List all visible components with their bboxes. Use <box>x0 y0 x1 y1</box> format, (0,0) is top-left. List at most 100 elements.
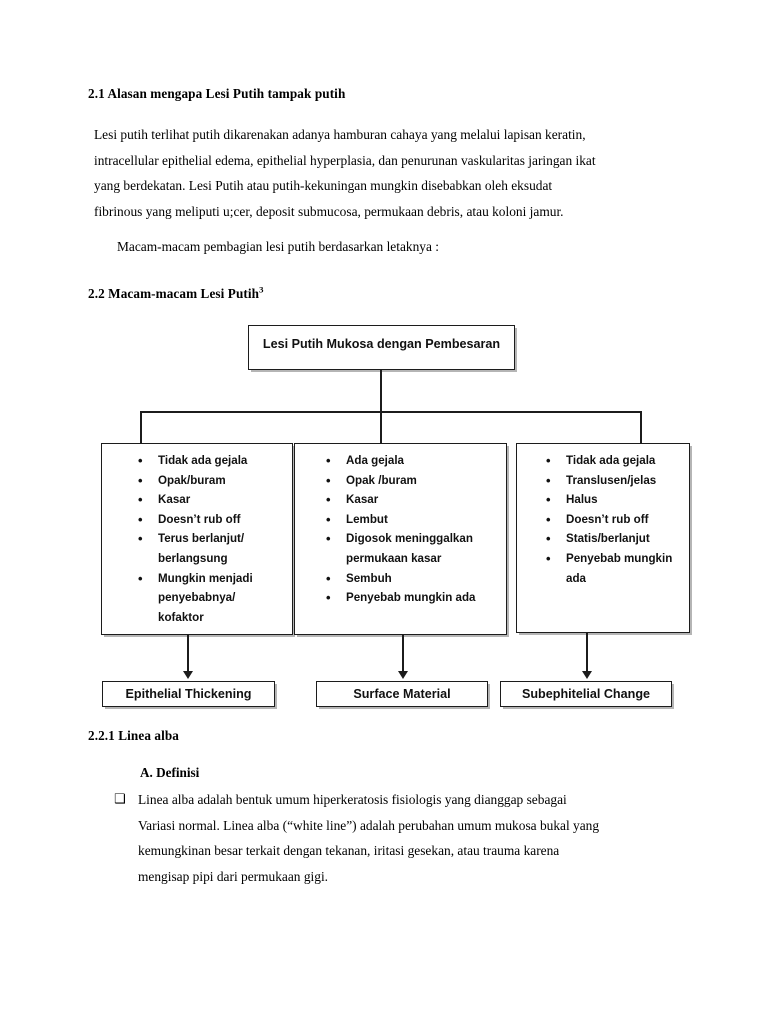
bullet-icon: • <box>326 472 331 488</box>
list-item: • Kasar <box>322 490 502 510</box>
bullet-icon: • <box>138 453 143 468</box>
list-item: • Digosok meninggalkan permukaan kasar <box>322 529 502 568</box>
list-item: • Mungkin menjadi penyebabnya/ kofaktor <box>134 569 284 628</box>
list-item-label: Translusen/jelas <box>566 473 657 487</box>
list-item-label: Mungkin menjadi penyebabnya/ kofaktor <box>158 571 253 624</box>
list-item: • Sembuh <box>322 569 502 589</box>
flowchart-column-1-list: • Tidak ada gejala • Opak/buram • Kasar • Do… <box>134 451 284 627</box>
paragraph-line: kemungkinan besar terkait dengan tekanan… <box>138 843 560 859</box>
flowchart-column-3[interactable]: • Tidak ada gejala • Translusen/jelas • Hal… <box>516 443 690 633</box>
bullet-icon: • <box>138 511 143 527</box>
bullet-icon: • <box>326 492 331 508</box>
paragraph-line: mengisap pipi dari permukaan gigi. <box>138 868 329 884</box>
arrow-head-icon-2 <box>397 671 408 679</box>
list-item: • Halus <box>542 490 688 510</box>
flowchart-column-2[interactable]: •Ada gejala •Opak /buram •Kasar •Lembut … <box>294 443 507 635</box>
list-item-label: Opak /buram <box>346 473 417 487</box>
list-item: • Kasar <box>134 490 284 510</box>
bullet-icon: • <box>326 531 331 547</box>
connector-drop-3 <box>640 411 642 444</box>
flowchart-result-surface-material[interactable]: Surface Material <box>316 681 488 707</box>
connector-drop-1 <box>140 411 142 444</box>
heading-2-1: 2.1 Alasan mengapa Lesi Putih tampak put… <box>88 86 346 101</box>
heading-2-2-text: 2.2 Macam-macam Lesi Putih <box>88 286 260 301</box>
flowchart-root-node[interactable]: Lesi Putih Mukosa dengan Pembesaran <box>248 325 515 370</box>
list-item-label: Sembuh <box>346 571 392 585</box>
flowchart-column-3-list: • Tidak ada gejala • Translusen/jelas • Hal… <box>542 451 688 588</box>
bullet-icon: • <box>546 531 551 547</box>
flowchart-result-label: Surface Material <box>353 687 451 701</box>
connector-trunk <box>380 370 382 412</box>
connector-drop-2 <box>380 411 382 444</box>
list-item-label: Tidak ada gejala <box>566 454 656 467</box>
square-bullet-icon: ❑ <box>114 792 126 807</box>
flowchart-result-label: Epithelial Thickening <box>125 687 252 701</box>
paragraph-2-1: Lesi putih terlihat putih dikarenakan ad… <box>94 122 694 224</box>
list-item: • Penyebab mungkin ada <box>322 588 502 608</box>
heading-2-2-1: 2.2.1 Linea alba <box>88 728 179 743</box>
bullet-icon: • <box>326 511 331 527</box>
heading-2-2: 2.2 Macam-macam Lesi Putih3 <box>88 284 264 302</box>
flowchart-column-2-list: •Ada gejala •Opak /buram •Kasar •Lembut … <box>322 451 502 608</box>
flowchart-result-label: Subephitelial Change <box>521 687 651 701</box>
list-item-label: Terus berlanjut/ berlangsung <box>158 532 245 565</box>
list-item-label: Statis/berlanjut <box>566 532 650 546</box>
paragraph-line: Lesi putih terlihat putih dikarenakan ad… <box>94 127 586 142</box>
list-item-label: Doesn’t rub off <box>566 512 649 526</box>
paragraph-line: intracellular epithelial edema, epitheli… <box>94 152 596 168</box>
bullet-icon: • <box>546 550 551 566</box>
subheading-a-definisi: A. Definisi <box>140 765 200 780</box>
heading-2-2-superscript: 3 <box>259 284 264 295</box>
list-item-label: Opak/buram <box>158 473 226 487</box>
arrow-head-icon-3 <box>581 671 592 679</box>
arrow-head-icon-1 <box>182 671 193 679</box>
list-item: • Opak /buram <box>322 471 502 491</box>
flowchart-column-1[interactable]: • Tidak ada gejala • Opak/buram • Kasar • Do… <box>101 443 293 635</box>
bullet-icon: • <box>546 472 551 488</box>
bullet-icon: • <box>138 570 143 586</box>
list-item-label: Digosok meninggalkan permukaan kasar <box>346 532 473 565</box>
list-item-label: Lembut <box>346 512 388 526</box>
lead-in-text: Macam-macam pembagian lesi putih berdasa… <box>117 239 439 254</box>
list-item-label: Halus <box>566 493 598 507</box>
list-item: • Translusen/jelas <box>542 471 688 491</box>
list-item: • Statis/berlanjut <box>542 529 688 549</box>
flowchart-result-epithelial-thickening[interactable]: Epithelial Thickening <box>102 681 275 707</box>
list-item-label: Doesn’t rub off <box>158 512 241 526</box>
list-item: • Ada gejala <box>322 451 502 471</box>
paragraph-line: Variasi normal. Linea alba (“white line”… <box>138 817 600 833</box>
bullet-icon: • <box>138 492 143 508</box>
flowchart-root-label: Lesi Putih Mukosa dengan Pembesaran <box>262 337 501 351</box>
list-item: •Terus berlanjut/ berlangsung <box>134 529 284 568</box>
list-item-label: Ada gejala <box>346 454 404 467</box>
bullet-icon: • <box>326 590 331 606</box>
list-item-label: Penyebab mungkin ada <box>346 591 476 605</box>
list-item-label: Kasar <box>346 493 379 507</box>
bullet-icon: • <box>546 453 551 468</box>
connector-bus <box>140 411 641 413</box>
bullet-icon: • <box>326 570 331 586</box>
paragraph-line: fibrinous yang meliputi u;cer, deposit s… <box>94 203 564 219</box>
bullet-icon: • <box>546 492 551 508</box>
connector-arrow-line-2 <box>402 635 404 672</box>
paragraph-line: yang berdekatan. Lesi Putih atau putih-k… <box>94 178 553 194</box>
list-item-label: Tidak ada gejala <box>158 454 248 467</box>
list-item: • Doesn’t rub off <box>542 510 688 530</box>
list-item: • Lembut <box>322 510 502 530</box>
bullet-icon: • <box>546 511 551 527</box>
connector-arrow-line-1 <box>187 635 189 672</box>
paragraph-line: Linea alba adalah bentuk umum hiperkerat… <box>138 792 567 807</box>
flowchart-result-subephitelial-change[interactable]: Subephitelial Change <box>500 681 672 707</box>
list-item: • Doesn’t rub off <box>134 510 284 530</box>
list-item: • Tidak ada gejala <box>542 451 688 471</box>
bullet-icon: • <box>138 472 143 488</box>
list-item: • Opak/buram <box>134 471 284 491</box>
list-item: • Penyebab mungkin ada <box>542 549 688 588</box>
list-item: • Tidak ada gejala <box>134 451 284 471</box>
bullet-icon: • <box>326 453 331 468</box>
list-item-label: Kasar <box>158 493 191 507</box>
list-item-label: Penyebab mungkin ada <box>566 551 673 585</box>
connector-arrow-line-3 <box>586 633 588 672</box>
